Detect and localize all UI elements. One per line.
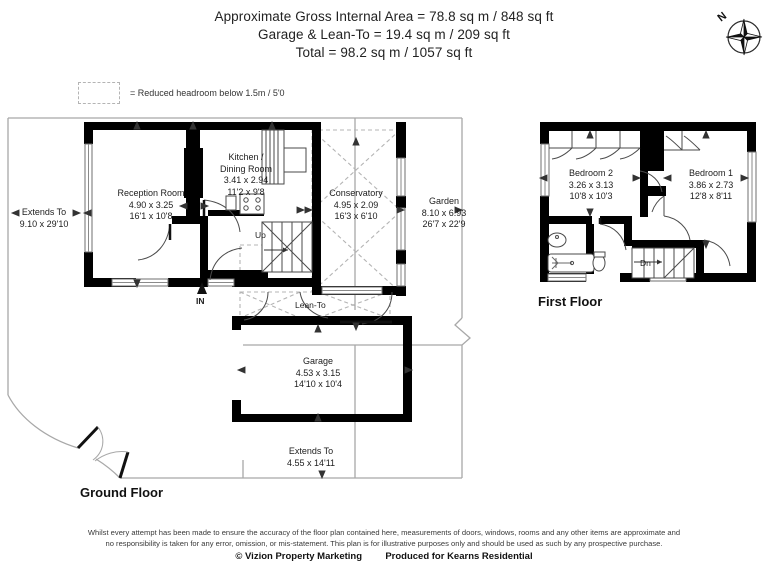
- garden-gates: [76, 425, 130, 479]
- plan-footer: Whilst every attempt has been made to en…: [0, 528, 768, 562]
- plan-header: Approximate Gross Internal Area = 78.8 s…: [0, 8, 768, 62]
- ground-floor-walls: [84, 122, 412, 422]
- first-floor-wardrobes: [549, 131, 701, 216]
- entrance-in-label: IN: [196, 296, 205, 306]
- reduced-headroom-label: = Reduced headroom below 1.5m / 5'0: [130, 88, 285, 98]
- ground-floor-doors: [137, 199, 393, 325]
- first-floor-dimension-arrows: [538, 129, 750, 250]
- compass-rose-icon: N: [712, 6, 768, 62]
- ground-floor-windows: [84, 143, 406, 295]
- produced-for-text: Produced for Kearns Residential: [385, 551, 533, 562]
- first-floor-staircase: [631, 247, 695, 279]
- dn-stair-label: Dn: [640, 258, 651, 268]
- first-floor-title: First Floor: [538, 294, 603, 309]
- entrance-arrow-icon: [196, 281, 208, 295]
- reduced-headroom-key: = Reduced headroom below 1.5m / 5'0: [78, 82, 285, 104]
- header-area-line: Approximate Gross Internal Area = 78.8 s…: [214, 9, 554, 24]
- bathroom-fixtures: [547, 232, 606, 273]
- reduced-headroom-swatch: [78, 82, 120, 104]
- kitchen-fixtures: [225, 129, 307, 215]
- ground-floor-dimension-arrows: [10, 120, 464, 480]
- ground-floor-staircase: [261, 221, 313, 273]
- lean-to-label: Lean-To: [295, 300, 326, 310]
- up-stair-label: Up: [255, 230, 266, 240]
- plot-boundary: [7, 117, 471, 479]
- disclaimer-line-1: Whilst every attempt has been made to en…: [87, 528, 681, 537]
- disclaimer-line-2: no responsibility is taken for any error…: [105, 538, 663, 548]
- header-garage-line: Garage & Lean-To = 19.4 sq m / 209 sq ft: [257, 27, 511, 42]
- header-total-line: Total = 98.2 sq m / 1057 sq ft: [295, 45, 473, 60]
- credit-line: © Vizion Property Marketing Produced for…: [0, 551, 768, 562]
- ground-floor-title: Ground Floor: [80, 485, 164, 500]
- copyright-text: © Vizion Property Marketing: [235, 551, 363, 562]
